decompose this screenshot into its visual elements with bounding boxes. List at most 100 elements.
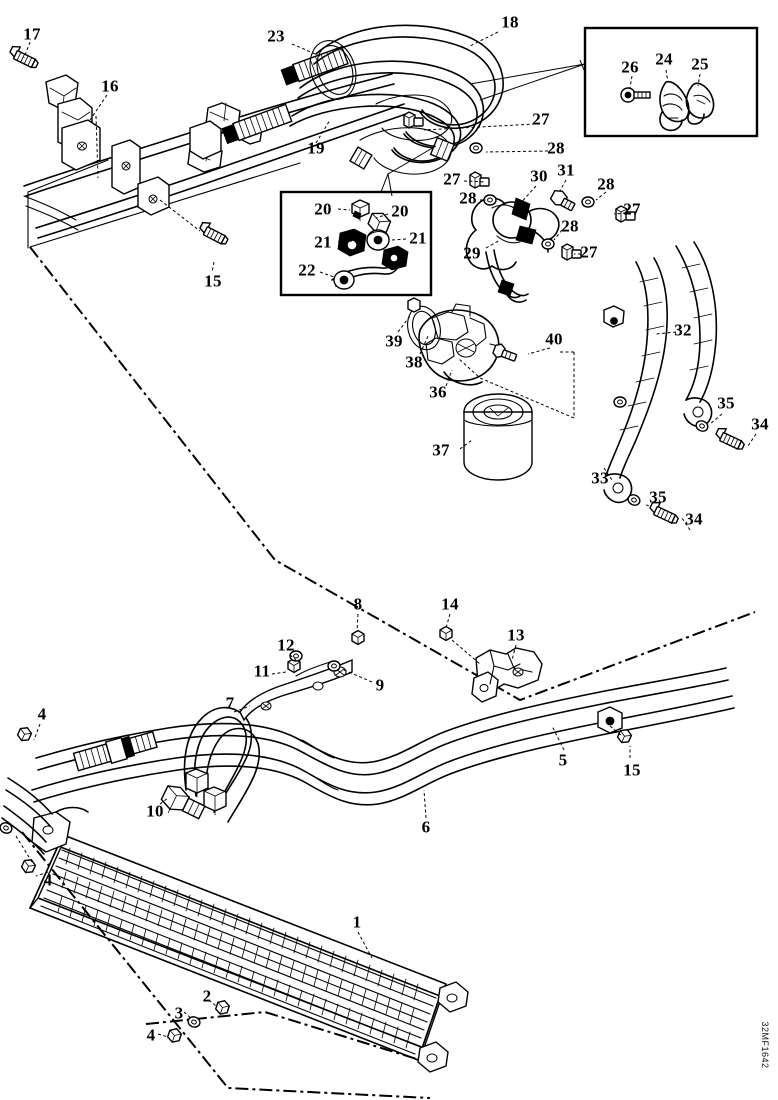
bolt-15-upper xyxy=(197,219,232,247)
lead-34-b xyxy=(681,517,691,531)
drawing-code: 32MF1642 xyxy=(760,1021,770,1069)
lead-4-a xyxy=(33,723,41,741)
callout-40: 40 xyxy=(545,329,563,349)
inset-box-center-left xyxy=(279,190,433,297)
callout-7: 7 xyxy=(225,693,235,713)
washer-3 xyxy=(186,1014,202,1030)
lead-10 xyxy=(159,797,169,805)
callout-35-a: 35 xyxy=(717,393,735,413)
hose-clamp-mid xyxy=(603,305,625,328)
nut-8 xyxy=(351,629,365,646)
callout-6: 6 xyxy=(421,817,431,837)
callout-28-c: 28 xyxy=(597,174,615,194)
washer-9 xyxy=(327,660,341,672)
nut-14 xyxy=(439,625,453,642)
lead-14 xyxy=(445,613,451,629)
callout-28-a: 28 xyxy=(547,138,565,158)
hose-end-32-lower xyxy=(603,473,633,504)
callout-34-a: 34 xyxy=(751,414,769,434)
callout-37: 37 xyxy=(432,440,450,460)
callout-15-lower: 15 xyxy=(623,760,641,780)
lead-28-c xyxy=(595,191,607,201)
lead-33 xyxy=(603,467,613,481)
hose-clamp-lower-a xyxy=(185,768,209,798)
callout-10: 10 xyxy=(146,801,164,821)
lead-8 xyxy=(356,613,359,633)
washer-4-b xyxy=(0,820,15,836)
adapter-manifold xyxy=(465,197,560,303)
clamp-ring-23 xyxy=(309,40,357,100)
washer-35-b xyxy=(625,492,643,508)
lead-7 xyxy=(233,705,251,713)
lead-26 xyxy=(629,75,633,89)
callout-32: 32 xyxy=(674,320,692,340)
callout-16: 16 xyxy=(101,76,119,96)
bracket-13 xyxy=(471,647,543,703)
lead-27-a xyxy=(423,123,536,131)
lead-34-a xyxy=(747,433,757,447)
inset-part-22 xyxy=(331,245,409,290)
lead-28-d xyxy=(553,229,563,241)
callout-25: 25 xyxy=(691,54,709,74)
bolt-34-a xyxy=(713,425,748,452)
inset-pointer-upper-right xyxy=(469,63,586,85)
inset-box-upper-right xyxy=(583,26,759,138)
clamp-5 xyxy=(597,706,623,734)
callout-13: 13 xyxy=(507,625,525,645)
lead-21-a xyxy=(337,240,353,243)
lead-1 xyxy=(357,931,373,959)
stud-40 xyxy=(492,343,518,362)
callout-8: 8 xyxy=(353,594,363,614)
lead-28-a xyxy=(485,150,549,153)
callout-9: 9 xyxy=(375,675,385,695)
hose-clamp-lower-b xyxy=(203,786,227,816)
lead-12 xyxy=(289,654,297,661)
inset-part-20-a xyxy=(351,199,370,222)
lead-22 xyxy=(319,271,335,278)
callout-21-b: 21 xyxy=(409,228,427,248)
callout-4-a: 4 xyxy=(37,704,47,724)
callout-28-d: 28 xyxy=(561,216,579,236)
callout-11: 11 xyxy=(253,661,271,681)
nut-4-b xyxy=(19,856,38,876)
callout-33: 33 xyxy=(591,468,609,488)
callout-17: 17 xyxy=(23,24,41,44)
assembly-path-40 xyxy=(457,352,575,419)
cooler-boundary xyxy=(21,831,431,1099)
oil-filter-37 xyxy=(463,393,533,481)
callout-27-c: 27 xyxy=(623,199,641,219)
lead-27-b xyxy=(463,180,487,183)
callout-29: 29 xyxy=(463,243,481,263)
callout-20-b: 20 xyxy=(391,201,409,221)
callout-38: 38 xyxy=(405,352,423,372)
inset-part-26 xyxy=(620,87,651,103)
oil-cooler-core-1 xyxy=(29,806,469,1073)
callout-4-c: 4 xyxy=(146,1025,156,1045)
lead-30 xyxy=(517,185,537,207)
lead-11 xyxy=(271,671,287,675)
lead-13 xyxy=(511,644,517,661)
callout-19: 19 xyxy=(307,138,325,158)
cooler-lower-lead xyxy=(145,1010,421,1061)
lead-3 xyxy=(183,1011,193,1020)
callout-27-d: 27 xyxy=(580,242,598,262)
callout-21-a: 21 xyxy=(314,232,332,252)
lead-6 xyxy=(423,789,427,819)
hose-end-32-upper xyxy=(683,397,713,428)
bolt-4-a xyxy=(15,724,34,744)
callout-27-a: 27 xyxy=(532,109,550,129)
callout-31: 31 xyxy=(557,160,575,180)
clamp-b xyxy=(137,176,170,216)
section-boundary xyxy=(29,246,756,702)
callout-5: 5 xyxy=(558,750,568,770)
lead-35-a xyxy=(709,413,723,425)
callout-28-b: 28 xyxy=(459,188,477,208)
clamp-a xyxy=(111,139,141,195)
callout-24: 24 xyxy=(655,49,673,69)
callout-3: 3 xyxy=(174,1003,184,1023)
lead-37 xyxy=(459,439,473,450)
lead-4-c xyxy=(157,1033,169,1038)
lead-24 xyxy=(665,69,669,83)
washer-40-b xyxy=(613,396,627,408)
